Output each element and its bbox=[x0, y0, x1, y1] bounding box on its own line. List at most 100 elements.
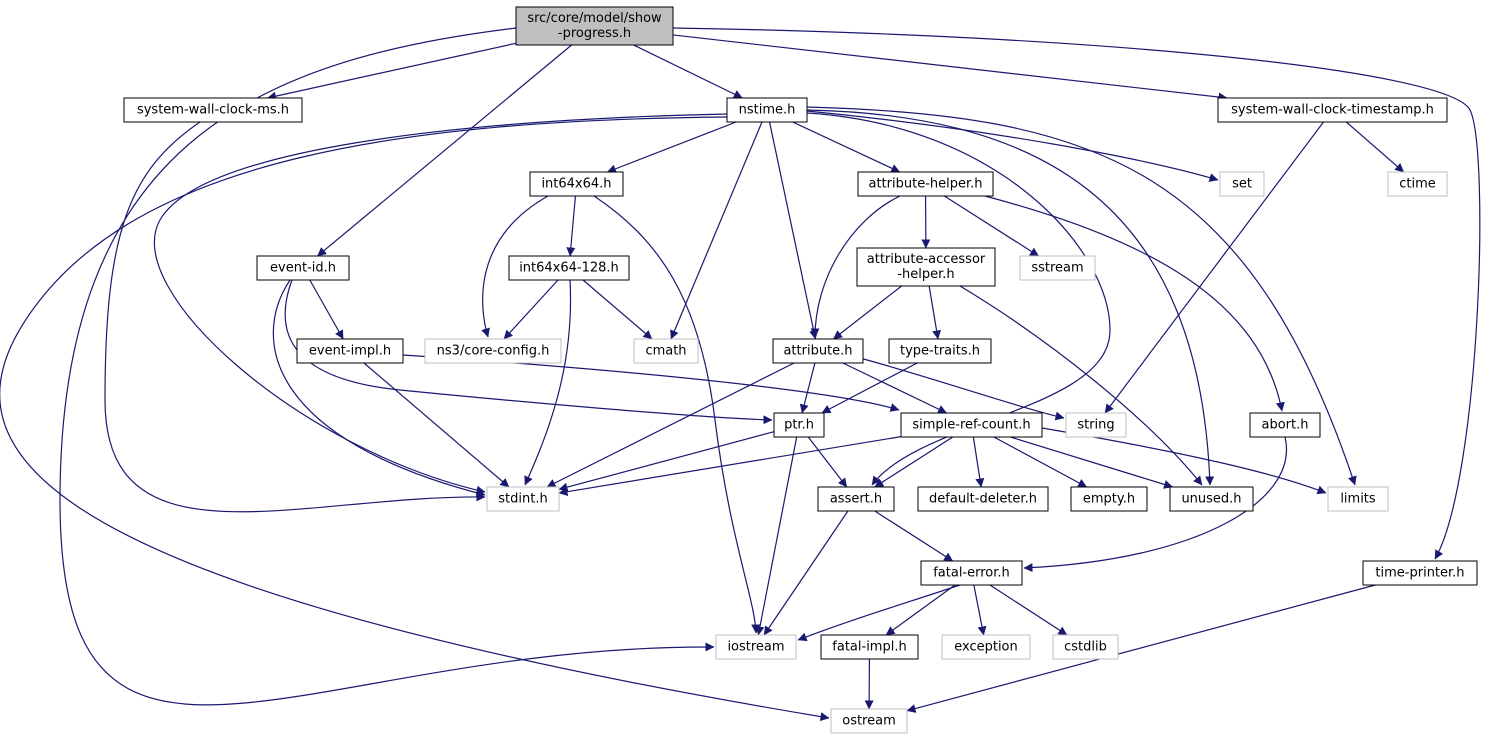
node-label: exception bbox=[954, 640, 1018, 655]
node-label: int64x64.h bbox=[541, 177, 611, 192]
node-label: string bbox=[1077, 418, 1114, 433]
edge-eventimpl-to-stdint bbox=[363, 362, 510, 488]
edge-nstime-to-limits bbox=[806, 106, 1357, 486]
node-label: iostream bbox=[727, 640, 784, 655]
node-accessor[interactable]: attribute-accessor-helper.h bbox=[856, 247, 996, 287]
node-ptr[interactable]: ptr.h bbox=[773, 412, 825, 438]
edge-root-to-timeprinter bbox=[672, 27, 1481, 560]
edge-eventid-to-eventimpl bbox=[309, 279, 344, 340]
edge-srefcount-to-assert bbox=[874, 436, 954, 488]
node-srefcount[interactable]: simple-ref-count.h bbox=[900, 412, 1043, 438]
node-label: int64x64-128.h bbox=[519, 261, 619, 276]
node-timeprinter[interactable]: time-printer.h bbox=[1362, 560, 1478, 586]
edge-root-to-nstime bbox=[633, 44, 743, 99]
node-label: attribute.h bbox=[783, 344, 852, 359]
edge-attrhelper-to-abort bbox=[984, 195, 1285, 412]
node-label: ostream bbox=[842, 714, 896, 729]
node-box bbox=[123, 97, 303, 123]
edge-accessor-to-unused bbox=[959, 285, 1203, 486]
edge-int64x64-to-coreconfig bbox=[481, 195, 549, 338]
node-box bbox=[1052, 634, 1119, 660]
node-box bbox=[515, 6, 674, 46]
node-label: system-wall-clock-ms.h bbox=[137, 103, 289, 118]
node-label: abort.h bbox=[1262, 418, 1309, 433]
node-box bbox=[424, 338, 562, 364]
node-limits: limits bbox=[1327, 486, 1389, 512]
edge-timeprinter-to-ostream bbox=[906, 584, 1376, 713]
node-stdint: stdint.h bbox=[486, 486, 560, 512]
edge-root-to-eventid bbox=[317, 44, 572, 257]
node-eventid[interactable]: event-id.h bbox=[256, 255, 350, 281]
node-box bbox=[920, 560, 1023, 586]
node-label: nstime.h bbox=[739, 103, 796, 118]
node-label: type-traits.h bbox=[900, 344, 980, 359]
node-defdel[interactable]: default-deleter.h bbox=[917, 486, 1049, 512]
edge-ptr-to-stdint bbox=[558, 431, 775, 492]
node-swcms[interactable]: system-wall-clock-ms.h bbox=[123, 97, 303, 123]
edge-ptr-to-iostream bbox=[755, 436, 798, 636]
node-cmath: cmath bbox=[633, 338, 699, 364]
edge-fatalerror-to-iostream bbox=[797, 584, 961, 642]
node-empty[interactable]: empty.h bbox=[1070, 486, 1148, 512]
node-string: string bbox=[1065, 412, 1127, 438]
node-label: system-wall-clock-timestamp.h bbox=[1231, 103, 1434, 118]
edge-srefcount-to-unused bbox=[1010, 436, 1174, 489]
node-label: sstream bbox=[1031, 261, 1083, 276]
edge-typetraits-to-ptr bbox=[821, 362, 918, 414]
edge-srefcount-to-empty bbox=[993, 436, 1088, 488]
node-sstream: sstream bbox=[1019, 255, 1096, 281]
node-box bbox=[486, 486, 560, 512]
node-eventimpl[interactable]: event-impl.h bbox=[296, 338, 404, 364]
edge-int128-to-stdint bbox=[524, 279, 572, 486]
node-attribute[interactable]: attribute.h bbox=[772, 338, 864, 364]
edge-eventid-to-stdint bbox=[272, 279, 486, 498]
node-nstime[interactable]: nstime.h bbox=[726, 97, 808, 123]
node-label: -progress.h bbox=[558, 26, 631, 41]
node-label: empty.h bbox=[1083, 492, 1135, 507]
node-iostream: iostream bbox=[715, 634, 797, 660]
edge-attrhelper-to-attribute bbox=[810, 195, 901, 338]
node-int128[interactable]: int64x64-128.h bbox=[508, 255, 630, 281]
node-swcts[interactable]: system-wall-clock-timestamp.h bbox=[1217, 97, 1448, 123]
edge-assert-to-iostream bbox=[763, 510, 849, 636]
edge-nstime-to-cmath bbox=[670, 121, 763, 340]
node-box bbox=[772, 338, 864, 364]
node-abort[interactable]: abort.h bbox=[1249, 412, 1321, 438]
edge-int64x64-to-iostream bbox=[593, 195, 761, 634]
node-label: cmath bbox=[645, 344, 686, 359]
node-label: -helper.h bbox=[897, 267, 954, 282]
edge-srefcount-to-limits bbox=[1041, 427, 1327, 495]
edge-nstime-to-stdint bbox=[153, 113, 728, 495]
node-label: fatal-error.h bbox=[933, 566, 1010, 581]
node-typetraits[interactable]: type-traits.h bbox=[888, 338, 992, 364]
edge-abort-to-fatalerror bbox=[1023, 436, 1288, 573]
node-root[interactable]: src/core/model/show-progress.h bbox=[515, 6, 674, 46]
node-box bbox=[1217, 97, 1448, 123]
node-fatalerror[interactable]: fatal-error.h bbox=[920, 560, 1023, 586]
edge-nstime-to-attrhelper bbox=[792, 121, 901, 173]
node-int64x64[interactable]: int64x64.h bbox=[529, 171, 624, 197]
node-label: ns3/core-config.h bbox=[437, 344, 550, 359]
node-label: simple-ref-count.h bbox=[912, 418, 1030, 433]
node-assert[interactable]: assert.h bbox=[817, 486, 895, 512]
node-label: attribute-accessor bbox=[867, 252, 986, 267]
node-label: event-id.h bbox=[270, 261, 336, 276]
edge-root-to-swcts bbox=[672, 34, 1228, 102]
node-fatalimpl[interactable]: fatal-impl.h bbox=[820, 634, 919, 660]
node-unused[interactable]: unused.h bbox=[1169, 486, 1254, 512]
edge-nstime-to-attribute bbox=[768, 121, 819, 340]
node-exception: exception bbox=[941, 634, 1031, 660]
node-cstdlib: cstdlib bbox=[1052, 634, 1119, 660]
node-box bbox=[1249, 412, 1321, 438]
edge-attribute-to-ptr bbox=[799, 362, 816, 414]
node-box bbox=[633, 338, 699, 364]
edge-root-to-iostream bbox=[59, 27, 715, 706]
node-box bbox=[1070, 486, 1148, 512]
edge-swcts-to-ctime bbox=[1345, 121, 1405, 173]
node-box bbox=[296, 338, 404, 364]
node-label: ctime bbox=[1399, 177, 1436, 192]
node-box bbox=[1327, 486, 1389, 512]
node-attrhelper[interactable]: attribute-helper.h bbox=[857, 171, 994, 197]
node-box bbox=[817, 486, 895, 512]
edges-layer bbox=[0, 27, 1481, 722]
